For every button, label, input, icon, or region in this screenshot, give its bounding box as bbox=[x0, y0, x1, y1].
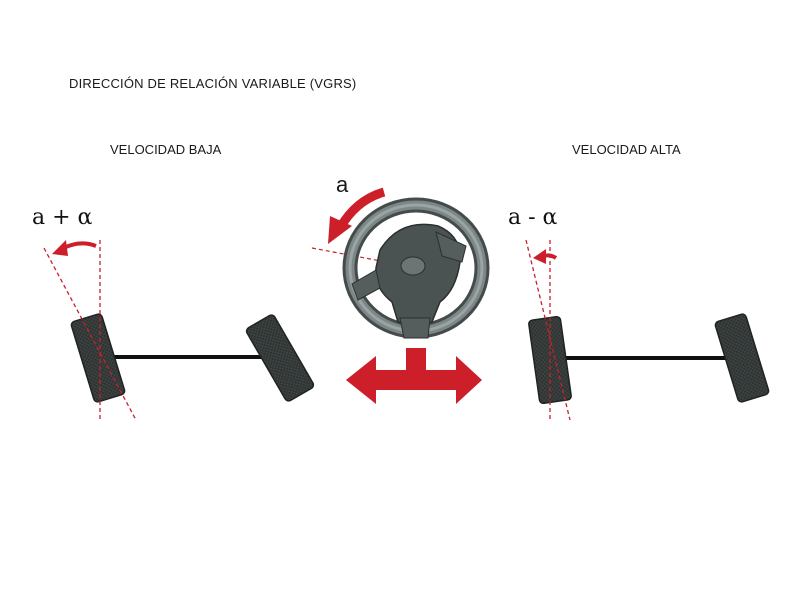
low-speed-label: VELOCIDAD BAJA bbox=[110, 142, 222, 157]
low-speed-front-tire bbox=[70, 313, 126, 403]
high-speed-turn-arrowhead bbox=[533, 249, 546, 264]
steering-wheel-center-cap bbox=[400, 256, 426, 276]
steering-wheel-hub bbox=[375, 223, 461, 327]
low-speed-turn-arrowhead bbox=[52, 240, 68, 256]
steering-turn-arrowhead bbox=[328, 216, 352, 244]
low-speed-rear-tire bbox=[245, 314, 315, 402]
high-speed-steer-line bbox=[525, 239, 571, 421]
low-speed-steer-line bbox=[43, 247, 137, 421]
high-speed-rear-tire bbox=[714, 313, 770, 403]
low-speed-axle-group bbox=[43, 240, 315, 421]
steering-angle-label: a bbox=[336, 172, 349, 197]
high-speed-label: VELOCIDAD ALTA bbox=[572, 142, 681, 157]
low-speed-angle-label: a + α bbox=[32, 205, 93, 230]
low-speed-turn-arrow bbox=[63, 241, 97, 250]
high-speed-axle-group bbox=[525, 239, 770, 421]
high-speed-angle-label: a - α bbox=[508, 205, 558, 230]
steering-wheel bbox=[311, 187, 490, 339]
diagram-title: DIRECCIÓN DE RELACIÓN VARIABLE (VGRS) bbox=[69, 76, 357, 91]
lateral-movement-arrow bbox=[346, 348, 482, 404]
steering-reference-line bbox=[311, 247, 419, 269]
